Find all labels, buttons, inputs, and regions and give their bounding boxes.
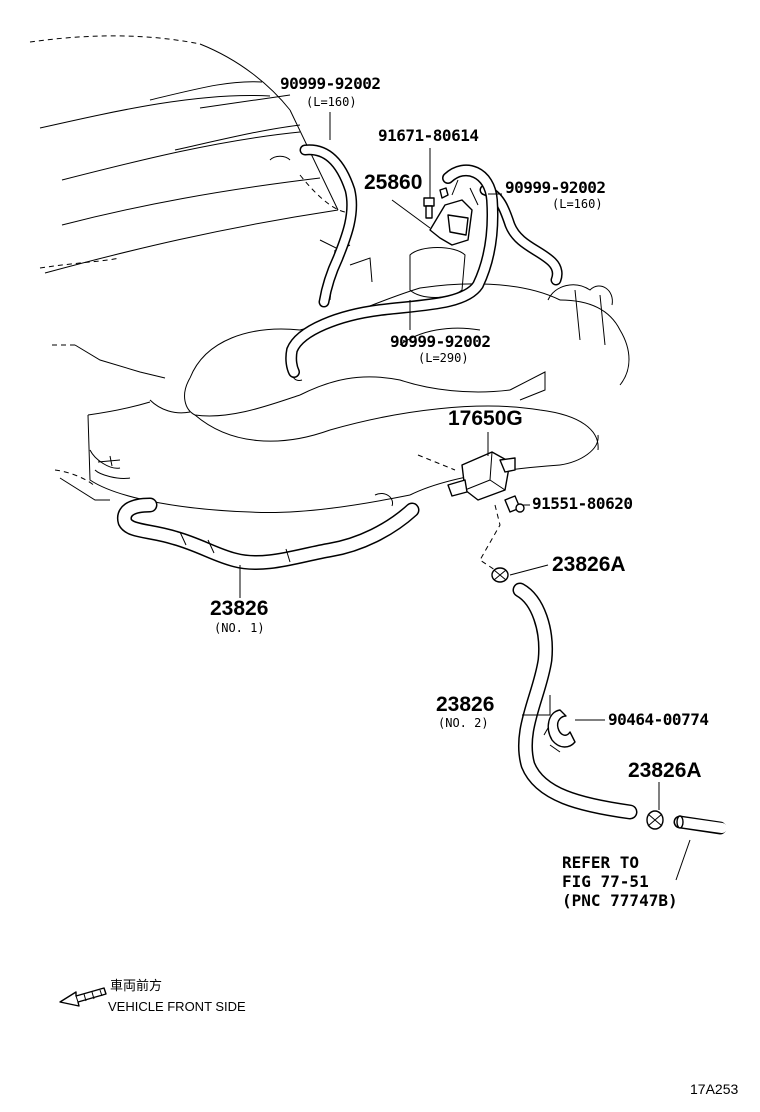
clamp-23826a-lower: [646, 810, 664, 830]
clip-90464: [543, 709, 576, 753]
label-clip-90464: 90464-00774: [608, 710, 709, 729]
hose-reference: [673, 815, 727, 835]
label-hose-upper-right-length: (L=160): [552, 197, 603, 211]
label-bolt-91671: 91671-80614: [378, 126, 479, 145]
connection-dash: [479, 504, 501, 573]
reference-note: REFER TO FIG 77-51 (PNC 77747B): [562, 853, 678, 910]
label-clamp-23826a-upper: 23826A: [552, 553, 626, 576]
label-bolt-91551: 91551-80620: [532, 494, 633, 513]
hose-no2: [512, 582, 638, 820]
hose-no1: [116, 497, 420, 571]
label-hose-no1-sub: (NO. 1): [214, 621, 265, 635]
label-hose-middle-length: (L=290): [418, 351, 469, 365]
label-hose-upper-right: 90999-92002: [505, 178, 606, 197]
reference-line-3: (PNC 77747B): [562, 891, 678, 910]
label-hose-no1: 23826: [210, 597, 269, 620]
label-hose-upper-left: 90999-92002: [280, 74, 381, 93]
label-hose-no2-sub: (NO. 2): [438, 716, 489, 730]
reference-line-1: REFER TO: [562, 853, 640, 872]
vsv-17650g: [447, 451, 516, 501]
label-bracket-25860: 25860: [364, 171, 423, 194]
label-clamp-23826a-lower: 23826A: [628, 759, 702, 782]
intake-manifold-outline: [50, 247, 630, 514]
label-hose-middle: 90999-92002: [390, 332, 491, 351]
bolt-91671: [423, 197, 435, 219]
hose-upper-right: [479, 184, 563, 286]
bracket-25860: [429, 179, 479, 246]
figure-code: 17A253: [690, 1081, 739, 1097]
hose-middle: [285, 164, 499, 378]
front-side-english: VEHICLE FRONT SIDE: [108, 999, 246, 1014]
clamp-23826a-upper: [491, 567, 509, 583]
front-side-japanese: 車両前方: [110, 979, 163, 994]
leader-lines: [239, 112, 691, 881]
arrow-left-icon: [59, 987, 107, 1007]
label-vsv-17650g: 17650G: [448, 407, 523, 430]
connection-dash-vsv: [417, 454, 456, 471]
label-hose-no2: 23826: [436, 693, 495, 716]
label-hose-upper-left-length: (L=160): [306, 95, 357, 109]
bolt-91551: [504, 495, 525, 513]
hose-upper-left: [299, 144, 358, 308]
reference-line-2: FIG 77-51: [562, 872, 649, 891]
